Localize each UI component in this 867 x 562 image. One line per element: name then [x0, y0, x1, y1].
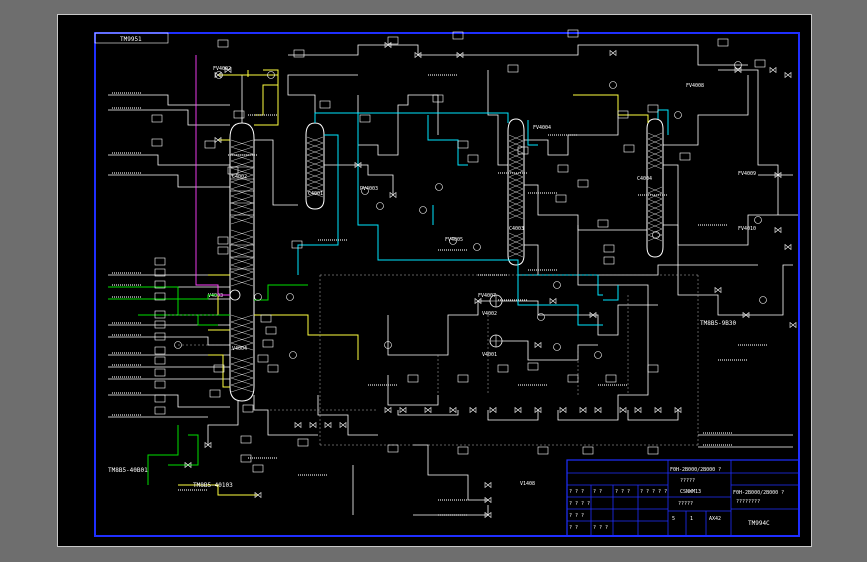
title-line3: CSNWM13 — [680, 489, 701, 495]
outlet-stream-1-tag: TM8B5-9B30 — [700, 320, 737, 327]
valve-tag-1: FV4002 — [213, 66, 231, 72]
inlet-stream-1-tag: TM8B5-40B01 — [108, 467, 148, 474]
title-block: F0H-2B000/2B000 ? ????? CSNWM13 ????? F0… — [566, 459, 800, 537]
title-drawing-no: F0H-2B000/2B000 ? — [733, 490, 784, 496]
exchanger-v4001-label: V4001 — [482, 352, 497, 358]
column-c4003-packing — [508, 134, 524, 258]
title-cell-4: ? ? ? ? ? — [640, 489, 667, 495]
drawing-sheet: TM9951 C4002 V4004 C4001 C4003 C4004 V40… — [57, 14, 812, 547]
column-c4002[interactable]: C4002 V4004 — [229, 122, 255, 402]
valve-tag-7: FV4009 — [738, 171, 756, 177]
valve-tag-8: FV4010 — [738, 226, 756, 232]
column-c4001-packing — [306, 136, 324, 198]
valve-tag-5: FV4004 — [533, 125, 551, 131]
title-project: F0H-2B000/2B000 ? — [670, 467, 721, 473]
drawing-tag: TM994C — [748, 520, 770, 527]
inlet-stream-2-tag: TM8B5-40103 — [193, 482, 233, 489]
valve-tag-2: PV4003 — [360, 186, 378, 192]
title-cell-5: ? ? ? ? — [569, 501, 590, 507]
exchanger-v4001[interactable]: V4001 — [482, 334, 503, 358]
instrument-bubbles — [174, 61, 767, 359]
reboiler-v4003-label: V4003 — [208, 293, 223, 299]
title-cell-8: ? ? ? — [593, 525, 608, 531]
valve-tag-6: FV4008 — [686, 83, 704, 89]
title-line2: ????? — [680, 478, 695, 484]
title-drawing-sub: ???????? — [736, 499, 760, 505]
exchanger-v4002-label: V4002 — [482, 311, 497, 317]
tag-boxes — [151, 29, 766, 473]
line-labels — [112, 74, 768, 516]
title-cell-2: ? ? — [593, 489, 602, 495]
column-c4004-packing — [647, 132, 663, 242]
column-c4002-lower-label: V4004 — [232, 346, 247, 352]
column-c4004[interactable]: C4004 — [637, 118, 664, 258]
column-c4002-label: C4002 — [232, 174, 247, 180]
valve-tag-4: FV4007 — [478, 293, 496, 299]
column-c4003[interactable]: C4003 — [507, 118, 525, 266]
title-rev: ????? — [678, 501, 693, 507]
steam-lines — [178, 69, 649, 496]
title-format: AX42 — [709, 516, 721, 522]
sheet-tag: TM9951 — [120, 36, 142, 43]
column-c4001-label: C4001 — [308, 191, 323, 197]
purge-lines — [195, 55, 230, 296]
drawing-frame — [94, 32, 800, 537]
title-sheet: 1 — [690, 516, 693, 522]
title-scale: 5 — [672, 516, 675, 522]
process-lines — [108, 44, 798, 516]
valve-symbols — [184, 41, 797, 519]
bottom-feed-tag: V1408 — [520, 481, 535, 487]
pid-diagram: TM9951 C4002 V4004 C4001 C4003 C4004 V40… — [94, 29, 800, 537]
valve-tag-3: FV4005 — [445, 237, 463, 243]
title-cell-3: ? ? ? — [615, 489, 630, 495]
signal-lines — [168, 274, 699, 446]
title-cell-7: ? ? — [569, 525, 578, 531]
column-c4004-label: C4004 — [637, 176, 652, 182]
title-cell-1: ? ? ? — [569, 489, 584, 495]
column-c4001[interactable]: C4001 — [305, 122, 325, 210]
title-cell-6: ? ? ? — [569, 513, 584, 519]
column-c4003-label: C4003 — [509, 226, 524, 232]
sheet-tag-box — [94, 32, 169, 44]
